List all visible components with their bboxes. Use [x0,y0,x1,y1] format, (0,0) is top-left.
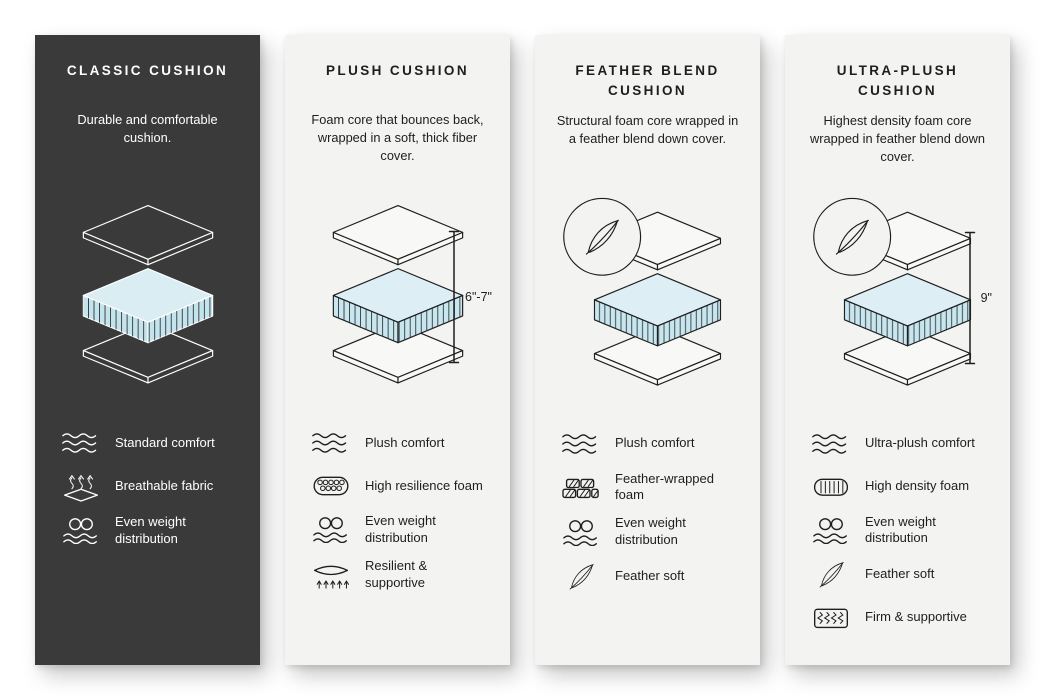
cushion-comparison-board: CLASSIC CUSHION Durable and comfortable … [35,35,1010,665]
firm-supportive-icon [809,603,853,632]
feature-label: Even weight distribution [615,515,686,548]
card-title: FEATHER BLEND CUSHION [575,63,720,99]
dimension-line [964,231,975,364]
card-feather-blend-cushion: FEATHER BLEND CUSHION Structural foam co… [535,35,760,665]
feature-label: Standard comfort [115,434,215,450]
resilient-supportive-icon [309,559,353,590]
dimension-line [448,230,460,364]
height-dimension: 9" [964,230,992,366]
card-description: Durable and comfortable cushion. [77,112,218,146]
feather-wrapped-foam-icon [559,474,603,501]
feature-label: Plush comfort [615,435,695,451]
even-weight-icon [309,516,353,544]
breathable-fabric-icon [59,470,103,503]
feature-label: Ultra-plush comfort [865,435,975,451]
feature-item: Feather soft [809,558,992,590]
height-dimension: 6"-7" [448,229,492,365]
feature-label: Breathable fabric [115,478,214,494]
card-title: CLASSIC CUSHION [66,63,229,78]
feature-item: Plush comfort [309,427,492,459]
feature-label: Feather soft [865,565,935,581]
cushion-illustration [53,173,242,421]
comfort-waves-icon [559,432,603,456]
feature-list: Standard comfort Breathable fabric Even … [53,427,242,548]
feature-label: Even weight distribution [865,513,936,546]
dimension-label: 6"-7" [465,290,492,304]
comfort-waves-icon [809,432,853,456]
feature-item: Firm & supportive [809,601,992,633]
feature-list: Plush comfort High resilience foam Even … [303,427,492,592]
feature-item: Even weight distribution [559,515,742,549]
feather-icon [559,562,603,591]
feature-item: Even weight distribution [59,514,242,548]
feature-item: Ultra-plush comfort [809,428,992,460]
high-resilience-foam-icon [309,474,353,498]
card-title: PLUSH CUSHION [326,63,469,78]
cushion-layers-illustration [813,197,972,386]
card-plush-cushion: PLUSH CUSHION Foam core that bounces bac… [285,35,510,665]
feature-list: Plush comfort Feather-wrapped foam Even … [553,428,742,593]
card-description: Highest density foam core wrapped in fea… [809,112,985,164]
comfort-waves-icon [309,431,353,455]
cushion-layers-illustration [82,204,213,384]
cushion-layers-illustration [563,197,722,386]
card-classic-cushion: CLASSIC CUSHION Durable and comfortable … [35,35,260,665]
feature-label: Even weight distribution [365,513,436,545]
cushion-illustration: 9" [803,174,992,422]
even-weight-icon [809,517,853,544]
feature-item: Plush comfort [559,428,742,460]
card-ultra-plush-cushion: ULTRA-PLUSH CUSHION Highest density foam… [785,35,1010,665]
card-title: ULTRA-PLUSH CUSHION [836,63,959,99]
dimension-label: 9" [980,290,992,305]
feature-label: Resilient & supportive [365,557,428,590]
feature-item: High density foam [809,471,992,503]
feather-badge [813,197,892,276]
feature-item: Standard comfort [59,427,242,459]
feature-label: High density foam [865,478,970,494]
feature-label: Feather soft [615,567,685,583]
feature-label: Plush comfort [365,434,445,450]
feature-item: Breathable fabric [59,470,242,503]
feather-badge [563,197,642,276]
card-description: Structural foam core wrapped in a feathe… [556,112,739,146]
high-density-foam-icon [809,475,853,499]
even-weight-icon [559,519,603,546]
feature-label: High resilience foam [365,477,483,493]
feather-icon [809,560,853,589]
cushion-illustration: 6"-7" [303,173,492,421]
cushion-illustration [553,174,742,422]
even-weight-icon [59,517,103,545]
feature-item: Even weight distribution [809,514,992,548]
feature-item: Feather-wrapped foam [559,471,742,505]
feature-item: Even weight distribution [309,513,492,547]
feature-item: Feather soft [559,560,742,592]
feature-label: Firm & supportive [865,608,967,624]
feature-item: High resilience foam [309,470,492,502]
comfort-waves-icon [59,431,103,455]
feature-item: Resilient & supportive [309,558,492,592]
feature-list: Ultra-plush comfort High density foam Ev… [803,428,992,634]
feature-label: Feather-wrapped foam [615,470,714,503]
feature-label: Even weight distribution [115,514,186,546]
card-description: Foam core that bounces back, wrapped in … [311,112,484,164]
